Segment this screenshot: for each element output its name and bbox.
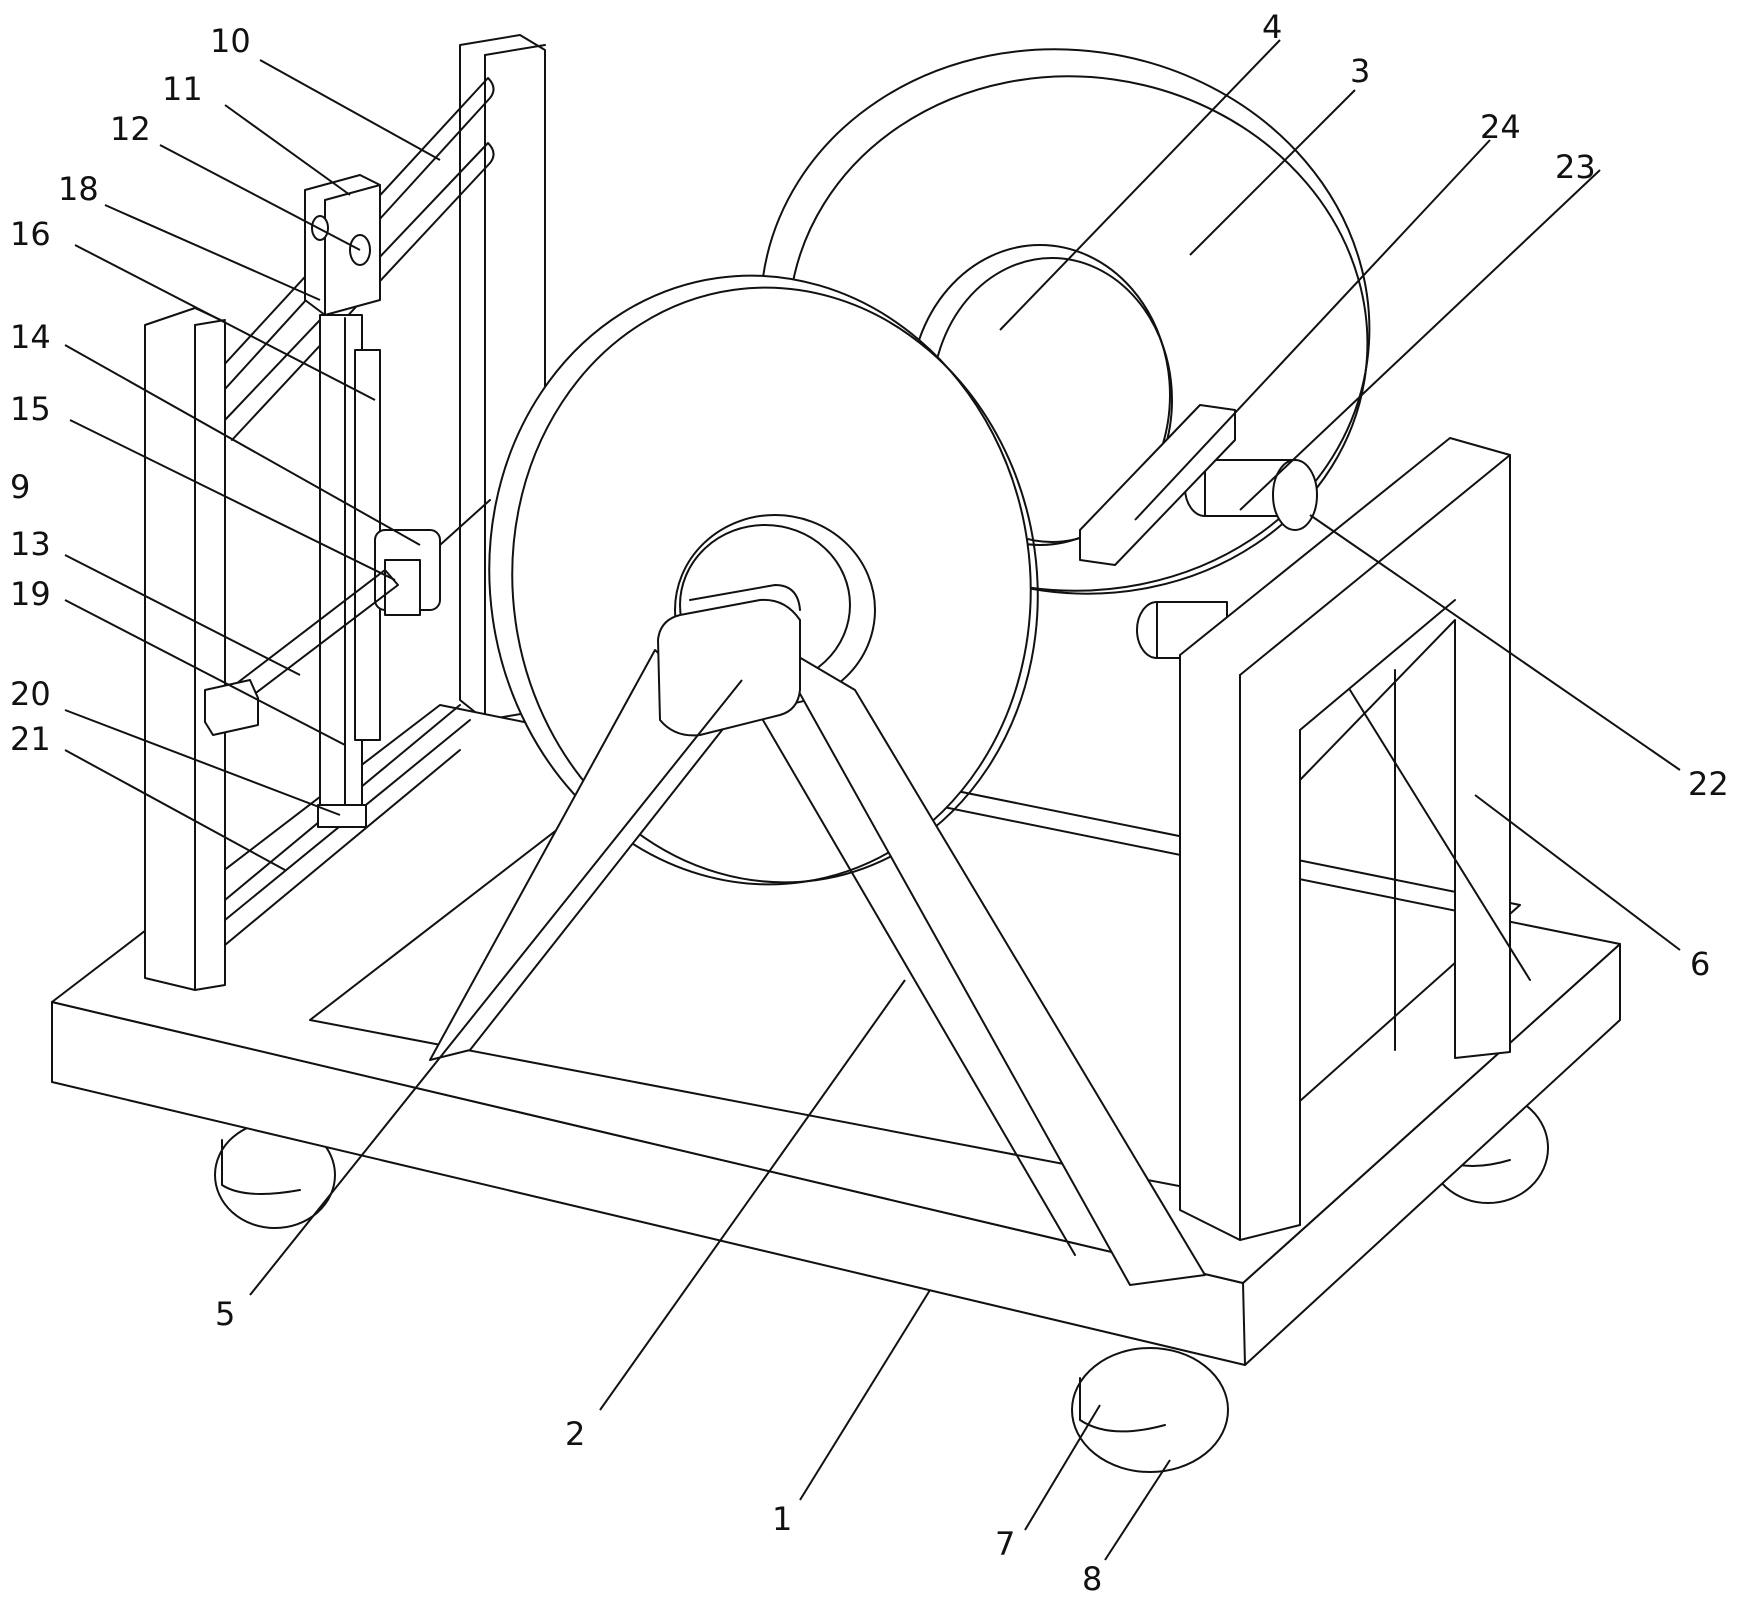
label-1: 1 bbox=[772, 1500, 792, 1538]
right-frame bbox=[1179, 437, 1531, 1241]
label-10: 10 bbox=[210, 22, 251, 60]
guide-rods bbox=[209, 77, 495, 441]
label-8: 8 bbox=[1082, 1560, 1102, 1598]
reference-labels: 10 11 12 18 16 14 15 9 13 19 20 21 4 3 2… bbox=[10, 8, 1729, 1598]
label-11: 11 bbox=[162, 70, 203, 108]
label-24: 24 bbox=[1480, 108, 1521, 146]
label-9: 9 bbox=[10, 468, 30, 506]
label-6: 6 bbox=[1690, 945, 1710, 983]
label-4: 4 bbox=[1262, 8, 1282, 46]
slider-block bbox=[304, 174, 381, 316]
label-14: 14 bbox=[10, 318, 51, 356]
label-20: 20 bbox=[10, 675, 51, 713]
support-bar bbox=[1079, 404, 1236, 566]
label-7: 7 bbox=[995, 1525, 1015, 1563]
label-12: 12 bbox=[110, 110, 151, 148]
vertical-lead-screw bbox=[317, 314, 381, 828]
label-13: 13 bbox=[10, 525, 51, 563]
label-21: 21 bbox=[10, 720, 51, 758]
label-2: 2 bbox=[565, 1415, 585, 1453]
label-5: 5 bbox=[215, 1295, 235, 1333]
guide-frame-front-post bbox=[144, 307, 226, 991]
label-22: 22 bbox=[1688, 765, 1729, 803]
label-19: 19 bbox=[10, 575, 51, 613]
sliding-carriage bbox=[374, 529, 441, 616]
caster-wheel-front bbox=[1071, 1347, 1229, 1473]
label-18: 18 bbox=[58, 170, 99, 208]
label-23: 23 bbox=[1555, 148, 1596, 186]
drive-motor bbox=[657, 584, 801, 737]
leader-lines bbox=[64, 39, 1681, 1561]
label-3: 3 bbox=[1350, 52, 1370, 90]
label-16: 16 bbox=[10, 215, 51, 253]
label-15: 15 bbox=[10, 390, 51, 428]
